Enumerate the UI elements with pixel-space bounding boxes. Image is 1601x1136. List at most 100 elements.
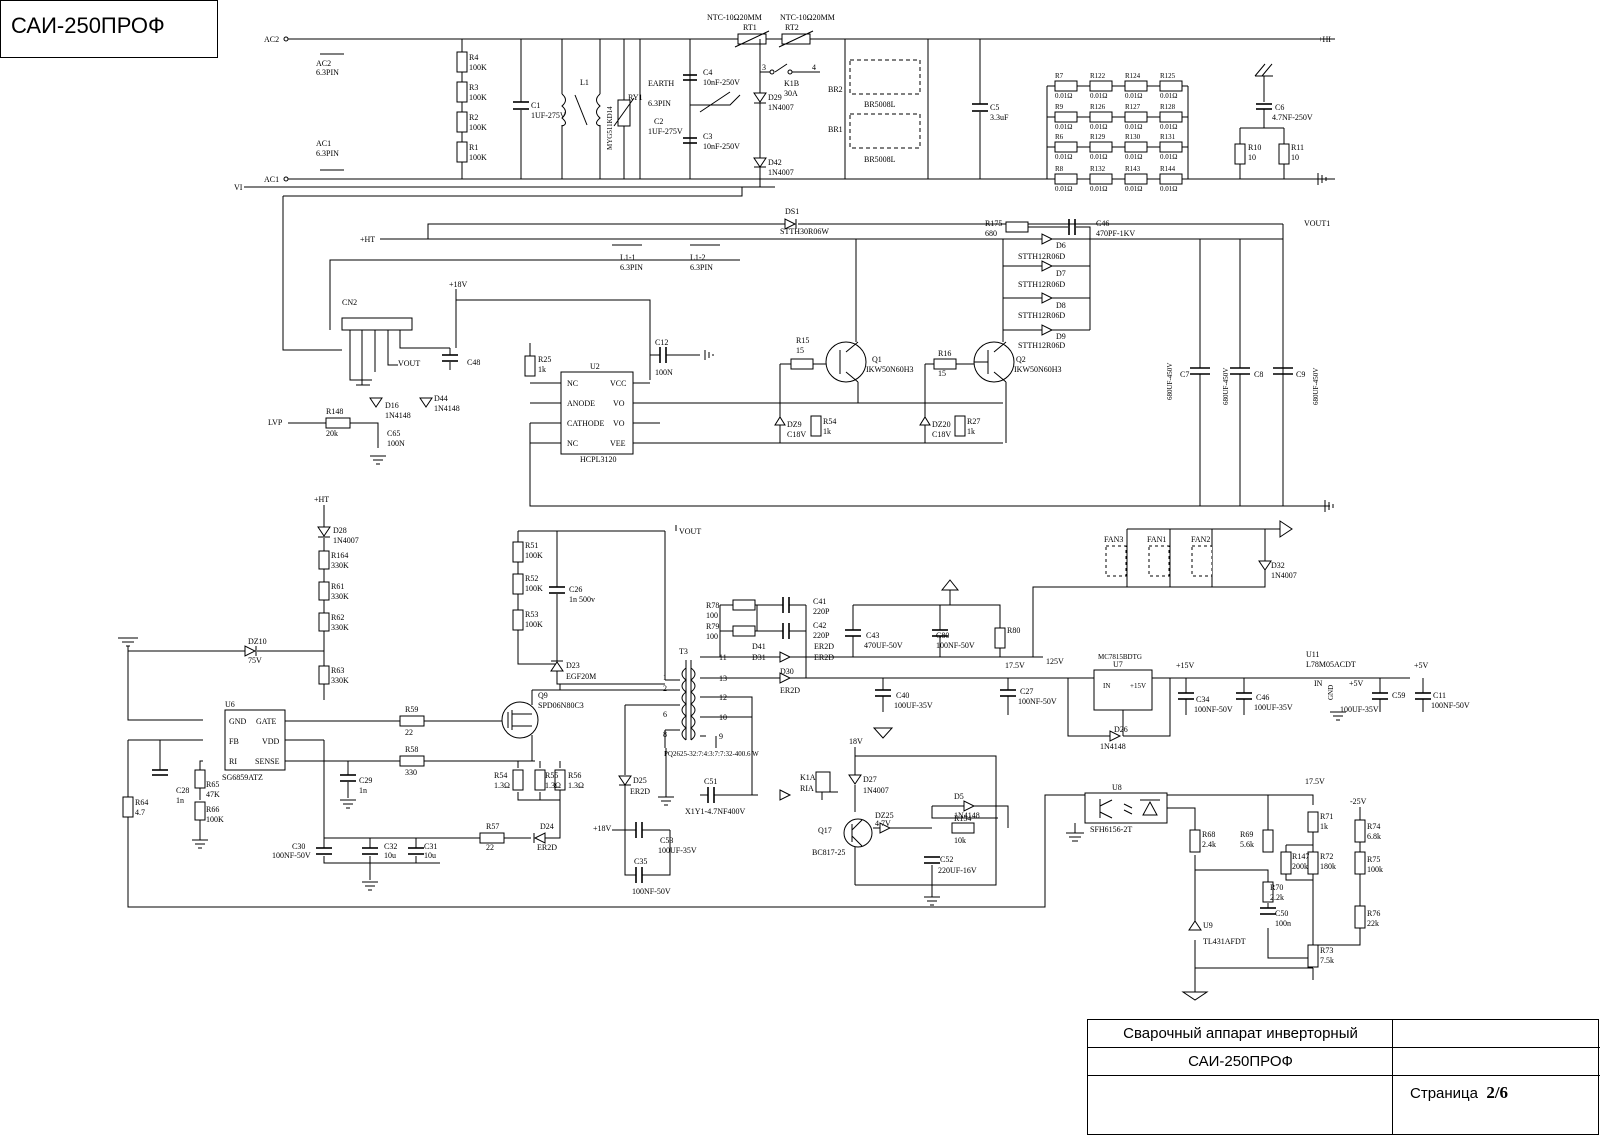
u6-pwm-controller — [224, 709, 286, 771]
svg-text:R66: R66 — [206, 805, 219, 814]
svg-text:RT1: RT1 — [743, 23, 757, 32]
svg-text:4.7NF-250V: 4.7NF-250V — [1272, 113, 1313, 122]
svg-text:1N4148: 1N4148 — [385, 411, 411, 420]
svg-text:1N4007: 1N4007 — [768, 103, 794, 112]
svg-text:+5V: +5V — [1349, 679, 1364, 688]
svg-text:+18V: +18V — [449, 280, 468, 289]
svg-text:C26: C26 — [569, 585, 582, 594]
shunt-resistor — [1159, 111, 1183, 123]
svg-text:100UF-35V: 100UF-35V — [1340, 705, 1379, 714]
svg-text:RY1: RY1 — [628, 93, 643, 102]
svg-text:4.7: 4.7 — [135, 808, 145, 817]
svg-text:1n: 1n — [359, 786, 367, 795]
svg-text:6.3PIN: 6.3PIN — [648, 99, 671, 108]
drawing-title: САИ-250ПРОФ — [11, 13, 165, 38]
svg-text:100K: 100K — [469, 93, 487, 102]
svg-text:SFH6156-2T: SFH6156-2T — [1090, 825, 1132, 834]
svg-text:U6: U6 — [225, 700, 235, 709]
svg-text:R53: R53 — [525, 610, 538, 619]
svg-text:R154: R154 — [954, 814, 971, 823]
svg-text:R64: R64 — [135, 798, 148, 807]
svg-text:22: 22 — [486, 843, 494, 852]
shunt-resistor-value: 0.01Ω — [1090, 92, 1107, 100]
svg-text:RIA: RIA — [800, 784, 814, 793]
svg-text:R58: R58 — [405, 745, 418, 754]
svg-text:GND: GND — [1327, 685, 1335, 700]
svg-text:D29: D29 — [768, 93, 782, 102]
svg-text:C34: C34 — [1196, 695, 1209, 704]
svg-text:R71: R71 — [1320, 812, 1333, 821]
shunt-resistor — [1124, 111, 1148, 123]
svg-text:NC: NC — [567, 439, 578, 448]
svg-text:10k: 10k — [954, 836, 966, 845]
svg-text:FB: FB — [229, 737, 239, 746]
page-number: Страница 2/6 — [1410, 1083, 1508, 1103]
svg-text:100NF-50V: 100NF-50V — [272, 851, 311, 860]
svg-text:VOUT1: VOUT1 — [1304, 219, 1330, 228]
svg-text:4.7V: 4.7V — [875, 819, 891, 828]
svg-text:R76: R76 — [1367, 909, 1380, 918]
svg-text:L1-2: L1-2 — [690, 253, 706, 262]
svg-text:VI: VI — [234, 183, 243, 192]
svg-text:RT2: RT2 — [785, 23, 799, 32]
svg-text:6.3PIN: 6.3PIN — [620, 263, 643, 272]
shunt-resistor-ref: R125 — [1160, 72, 1176, 80]
svg-text:200k: 200k — [1292, 862, 1308, 871]
shunt-resistor-value: 0.01Ω — [1090, 185, 1107, 193]
svg-text:+18V: +18V — [593, 824, 612, 833]
svg-text:22k: 22k — [1367, 919, 1379, 928]
svg-text:330K: 330K — [331, 592, 349, 601]
svg-text:10nF-250V: 10nF-250V — [703, 142, 740, 151]
svg-text:K1A: K1A — [800, 773, 816, 782]
svg-text:U2: U2 — [590, 362, 600, 371]
svg-text:ER2D: ER2D — [814, 642, 834, 651]
svg-text:BR1: BR1 — [828, 125, 843, 134]
svg-text:Q2: Q2 — [1016, 355, 1026, 364]
svg-text:20k: 20k — [326, 429, 338, 438]
svg-text:R59: R59 — [405, 705, 418, 714]
svg-text:6.3PIN: 6.3PIN — [316, 149, 339, 158]
svg-text:U8: U8 — [1112, 783, 1122, 792]
svg-text:MYG511KD14: MYG511KD14 — [606, 106, 614, 150]
shunt-resistor-matrix: R70.01ΩR1220.01ΩR1240.01ΩR1250.01ΩR90.01… — [1046, 72, 1189, 193]
svg-text:100K: 100K — [525, 551, 543, 560]
svg-text:C3: C3 — [703, 132, 712, 141]
svg-text:C1: C1 — [531, 101, 540, 110]
svg-text:U9: U9 — [1203, 921, 1213, 930]
shunt-resistor-value: 0.01Ω — [1055, 123, 1072, 131]
svg-text:VOUT: VOUT — [398, 359, 420, 368]
shunt-resistor-value: 0.01Ω — [1125, 185, 1142, 193]
svg-text:330K: 330K — [331, 561, 349, 570]
svg-text:LVP: LVP — [268, 418, 283, 427]
svg-text:R52: R52 — [525, 574, 538, 583]
svg-text:C48: C48 — [467, 358, 480, 367]
svg-text:RI: RI — [229, 757, 237, 766]
svg-text:L1-1: L1-1 — [620, 253, 636, 262]
svg-text:100: 100 — [706, 632, 718, 641]
svg-text:100n: 100n — [1275, 919, 1291, 928]
svg-text:VCC: VCC — [610, 379, 626, 388]
svg-text:330: 330 — [405, 768, 417, 777]
svg-text:1k: 1k — [1320, 822, 1328, 831]
svg-text:470UF-50V: 470UF-50V — [864, 641, 903, 650]
ac1-label: AC1 — [264, 175, 279, 184]
svg-text:1N4148: 1N4148 — [1100, 742, 1126, 751]
svg-text:1: 1 — [663, 673, 667, 682]
svg-text:MC7815BDTG: MC7815BDTG — [1098, 653, 1142, 661]
svg-text:FAN1: FAN1 — [1147, 535, 1166, 544]
svg-text:C46: C46 — [1096, 219, 1109, 228]
svg-text:D27: D27 — [863, 775, 877, 784]
svg-text:R56: R56 — [568, 771, 581, 780]
svg-text:220UF-16V: 220UF-16V — [938, 866, 977, 875]
svg-text:C4: C4 — [703, 68, 712, 77]
svg-text:1N4007: 1N4007 — [1271, 571, 1297, 580]
drawing-title-box: САИ-250ПРОФ — [0, 0, 218, 58]
svg-text:100K: 100K — [525, 620, 543, 629]
title-block: Сварочный аппарат инверторный САИ-250ПРО… — [1087, 1019, 1600, 1135]
svg-text:D6: D6 — [1056, 241, 1066, 250]
svg-text:VDD: VDD — [262, 737, 280, 746]
svg-text:L1: L1 — [580, 78, 589, 87]
svg-text:IN: IN — [1103, 682, 1110, 690]
